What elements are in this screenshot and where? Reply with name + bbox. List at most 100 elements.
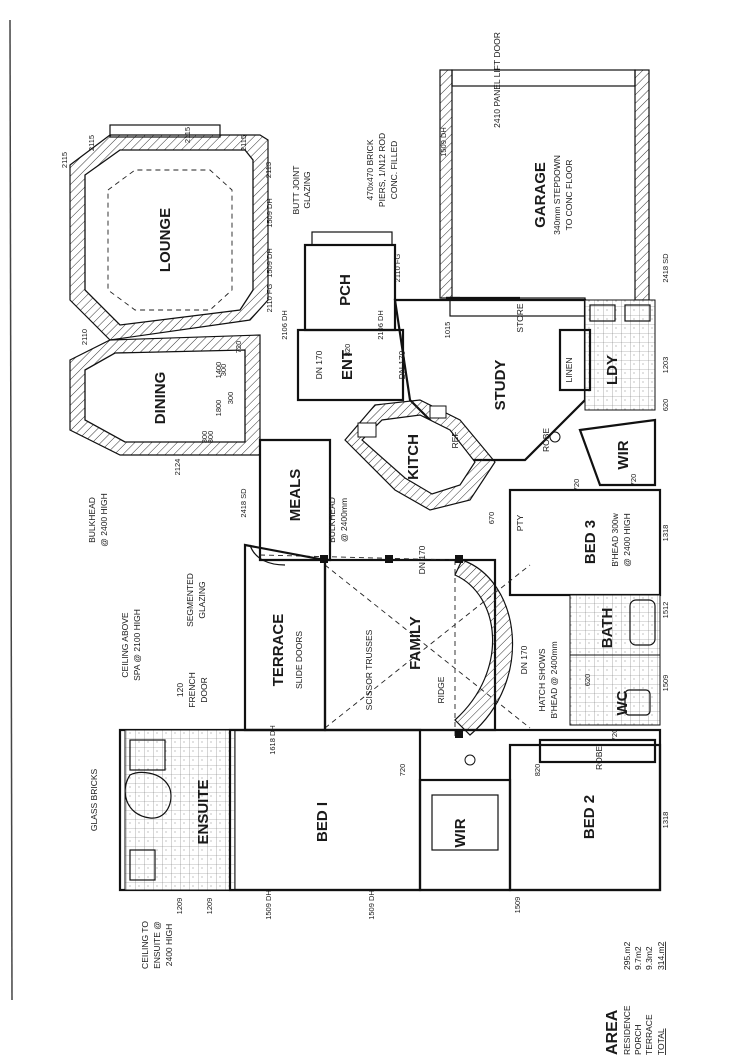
- segmented-1: SEGMENTED: [185, 573, 195, 627]
- d-620: 620: [583, 674, 592, 687]
- w-1203: 1203: [661, 357, 670, 374]
- piers-3: CONC. FILLED: [389, 141, 399, 200]
- bedroom-wing: [118, 431, 662, 892]
- bulkhead-meals-1: BULKHEAD: [327, 497, 337, 543]
- linen: LINEN: [564, 357, 574, 382]
- garage: [439, 69, 650, 317]
- w-1318-b: 1318: [661, 812, 670, 829]
- garage-door: 2410 PANEL LIFT DOOR: [492, 32, 502, 128]
- area-title: AREA: [604, 1009, 621, 1055]
- pty: PTY: [515, 514, 525, 531]
- w-2418sd-a: 2418 SD: [661, 253, 670, 283]
- bulkhead-2: @ 2400 HIGH: [99, 493, 109, 547]
- dn170-2: DN 170: [397, 350, 407, 379]
- wc: WC: [614, 690, 631, 715]
- area-row-label: RESIDENCE: [622, 1005, 632, 1055]
- pch: PCH: [337, 274, 354, 306]
- w-1509dh-bot2: 1509 DH: [367, 890, 376, 920]
- bed3-bhead-2: @ 2400 HIGH: [622, 513, 632, 567]
- d-720d: 720: [610, 729, 619, 742]
- w-2110: 2110: [80, 329, 89, 345]
- w-1209b: 1209: [175, 898, 184, 915]
- w-1509dh-c: 1509 DH: [439, 127, 448, 157]
- w-2106dh-a: 2106 DH: [280, 310, 289, 340]
- w-1509b: 1509: [661, 675, 670, 692]
- bulkhead-meals-2: @ 2400mm: [339, 498, 349, 542]
- dining: DINING: [152, 372, 169, 425]
- d-720c: 720: [629, 474, 638, 487]
- bulkhead-1: BULKHEAD: [87, 497, 97, 543]
- bed3-zone: [508, 418, 662, 764]
- french-door-1: FRENCH: [187, 672, 197, 707]
- dim-1400: 1400: [214, 362, 223, 379]
- lounge: LOUNGE: [157, 208, 174, 272]
- area-row-label: PORCH: [633, 1024, 643, 1055]
- window-door-labels: 2115 2115 2115 2115 2113 1509 DH 1509 DH 1509 D…: [60, 127, 670, 920]
- dim-1800: 1800: [214, 400, 223, 417]
- d-820: 820: [343, 344, 352, 357]
- ceiling-ensuite-1: CEILING TO: [140, 921, 150, 969]
- segmented-2: GLAZING: [197, 581, 207, 618]
- w-620: 620: [661, 399, 670, 412]
- w-1509dh-bot1: 1509 DH: [264, 890, 273, 920]
- kitch: KITCH: [405, 434, 422, 480]
- w-lounge-top: 2115: [87, 135, 96, 151]
- ref: REF: [450, 432, 460, 449]
- w-1509dh-b: 1509 DH: [265, 248, 274, 278]
- area-row-label: TOTAL: [656, 1028, 666, 1055]
- wir2: WIR: [452, 818, 469, 847]
- dim-720: 720: [234, 341, 243, 354]
- bed2: BED 2: [581, 795, 598, 839]
- bed3-bhead-1: B'HEAD 300w: [610, 512, 620, 566]
- w-2106dh-b: 2106 DH: [376, 310, 385, 340]
- room-labels: LOUNGEDININGPCHENTGARAGESTUDYKITCHMEALSL…: [152, 162, 632, 848]
- w-1209: 1209: [205, 898, 214, 915]
- w-2418sd-b: 2418 SD: [239, 488, 248, 518]
- family: FAMILY: [407, 616, 424, 670]
- area-row-value: 9.7m2: [633, 946, 643, 970]
- area-row-value: 9.3m2: [644, 946, 654, 970]
- garage-step: 340mm STEPDOWN: [552, 155, 562, 235]
- wir1: WIR: [615, 440, 632, 469]
- w-2115-left: 2115: [60, 152, 69, 168]
- laundry-zone: [558, 299, 656, 411]
- slide-doors: SLIDE DOORS: [294, 631, 304, 689]
- french-door-2: DOOR: [199, 677, 209, 703]
- hatch-2: B'HEAD @ 2400mm: [549, 641, 559, 718]
- ceiling-above-1: CEILING ABOVE: [120, 612, 130, 678]
- robe1: ROBE: [541, 428, 551, 452]
- dim-300d: 300: [200, 431, 209, 444]
- meals: MEALS: [287, 469, 304, 522]
- w-1509-bottom: 1509: [513, 897, 522, 914]
- scissor: SCISSOR TRUSSES: [364, 629, 374, 710]
- butt-joint-2: GLAZING: [302, 171, 312, 208]
- w-lounge-mid: 2115: [183, 127, 192, 143]
- piers-1: 470x470 BRICK: [365, 139, 375, 200]
- dn170-4: DN 170: [519, 645, 529, 674]
- w-1318-a: 1318: [661, 525, 670, 542]
- study: STUDY: [492, 360, 509, 411]
- garage: GARAGE: [532, 162, 549, 228]
- dim-300c: 300: [206, 431, 215, 444]
- w-2110fg-a: 2110 FG: [265, 284, 274, 313]
- hatch-1: HATCH SHOWS: [537, 648, 547, 711]
- w-1512: 1512: [661, 602, 670, 619]
- butt-joint-1: BUTT JOINT: [291, 166, 301, 215]
- dn170-1: DN 170: [314, 350, 324, 379]
- entry-zone: [296, 231, 587, 511]
- dn170-3: DN 170: [417, 545, 427, 574]
- garage-floor: TO CONC FLOOR: [564, 160, 574, 231]
- d-720b: 720: [572, 479, 581, 492]
- w-1618dh: 1618 DH: [268, 725, 277, 755]
- w-lounge-top2: 2115: [239, 135, 248, 151]
- w-1509dh-a: 1509 DH: [265, 198, 274, 228]
- ceiling-ensuite-3: 2400 HIGH: [164, 924, 174, 967]
- lounge: [69, 124, 269, 341]
- piers-2: PIERS, 1/N12 ROD: [377, 133, 387, 207]
- store: STORE: [515, 303, 525, 332]
- d-670: 670: [487, 512, 496, 525]
- w-2124: 2124: [173, 459, 182, 476]
- terrace: TERRACE: [270, 614, 287, 687]
- w-2113: 2113: [264, 162, 273, 178]
